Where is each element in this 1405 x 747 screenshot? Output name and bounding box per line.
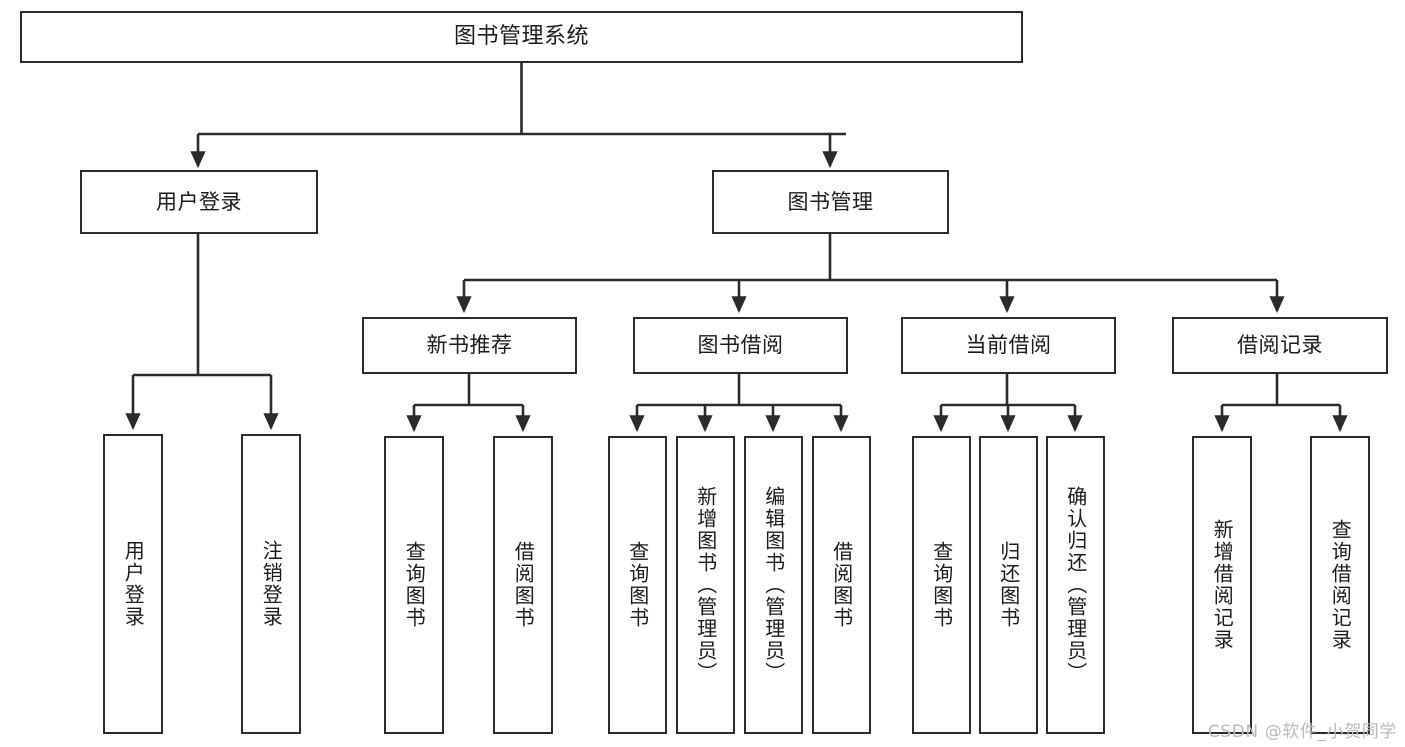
node-book-management-label: 图书管理	[787, 189, 874, 214]
node-user-login-label: 用户登录	[156, 189, 242, 214]
node-leaf-return-book[interactable]: 归还图书	[979, 436, 1038, 734]
node-new-book-recommend[interactable]: 新书推荐	[362, 317, 577, 374]
node-book-borrow-label: 图书借阅	[697, 333, 784, 358]
node-leaf-add-book-admin-label: 新增图书（管理员）	[693, 486, 718, 684]
node-leaf-query-book-newbook-label: 查询图书	[402, 541, 427, 629]
node-leaf-return-book-label: 归还图书	[996, 541, 1021, 629]
node-root-label: 图书管理系统	[453, 24, 589, 50]
node-leaf-add-borrow-record[interactable]: 新增借阅记录	[1192, 436, 1252, 734]
node-leaf-add-borrow-record-label: 新增借阅记录	[1210, 519, 1235, 651]
node-leaf-confirm-return-admin-label: 确认归还（管理员）	[1063, 486, 1088, 684]
node-borrow-record[interactable]: 借阅记录	[1172, 317, 1388, 374]
node-leaf-confirm-return-admin[interactable]: 确认归还（管理员）	[1046, 436, 1105, 734]
node-leaf-query-borrow-record-label: 查询借阅记录	[1328, 519, 1353, 651]
node-leaf-user-login-label: 用户登录	[121, 540, 146, 628]
node-leaf-borrow-book-label: 借阅图书	[829, 541, 854, 629]
node-user-login[interactable]: 用户登录	[80, 170, 318, 234]
node-borrow-record-label: 借阅记录	[1237, 333, 1323, 358]
node-leaf-borrow-book[interactable]: 借阅图书	[812, 436, 871, 734]
node-leaf-add-book-admin[interactable]: 新增图书（管理员）	[676, 436, 735, 734]
node-root[interactable]: 图书管理系统	[20, 11, 1023, 63]
node-leaf-edit-book-admin-label: 编辑图书（管理员）	[761, 486, 786, 684]
node-leaf-query-book[interactable]: 查询图书	[608, 436, 667, 734]
node-leaf-borrow-book-newbook-label: 借阅图书	[511, 541, 536, 629]
node-leaf-query-borrow-record[interactable]: 查询借阅记录	[1310, 436, 1370, 734]
node-current-borrow-label: 当前借阅	[965, 333, 1052, 358]
csdn-watermark: CSDN @软件_小贺同学	[1207, 722, 1397, 742]
node-leaf-query-book-newbook[interactable]: 查询图书	[384, 436, 444, 734]
node-leaf-query-book-label: 查询图书	[625, 541, 650, 629]
node-current-borrow[interactable]: 当前借阅	[901, 317, 1116, 374]
node-leaf-query-book-current[interactable]: 查询图书	[912, 436, 971, 734]
node-leaf-logout[interactable]: 注销登录	[241, 434, 301, 734]
node-leaf-logout-label: 注销登录	[259, 540, 284, 628]
node-leaf-user-login[interactable]: 用户登录	[103, 434, 163, 734]
node-book-management[interactable]: 图书管理	[712, 170, 949, 234]
node-leaf-borrow-book-newbook[interactable]: 借阅图书	[493, 436, 553, 734]
node-book-borrow[interactable]: 图书借阅	[633, 317, 848, 374]
node-leaf-edit-book-admin[interactable]: 编辑图书（管理员）	[744, 436, 803, 734]
node-new-book-recommend-label: 新书推荐	[426, 333, 513, 358]
node-leaf-query-book-current-label: 查询图书	[929, 541, 954, 629]
